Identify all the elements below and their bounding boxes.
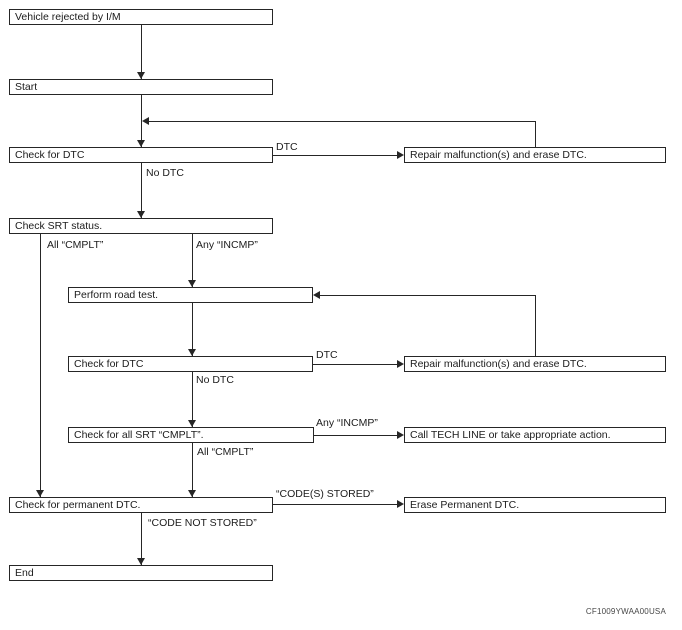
connector-repair2-feedback-vertical	[535, 295, 536, 356]
figure-code: CF1009YWAA00USA	[585, 607, 666, 616]
arrowhead-down-icon	[188, 490, 196, 497]
edge-label-all-cmplt-2: All “CMPLT”	[197, 446, 254, 458]
connector-permanent-to-erase	[273, 504, 399, 505]
edge-label-no-dtc-1: No DTC	[146, 167, 184, 179]
edge-label-dtc-2: DTC	[316, 349, 338, 361]
connector-checkdtc2-to-repair2	[313, 364, 399, 365]
connector-checksrt-to-permanent	[40, 234, 41, 497]
node-check-permanent-dtc: Check for permanent DTC.	[9, 497, 273, 513]
node-check-dtc-1: Check for DTC	[9, 147, 273, 163]
edge-label-code-not-stored: “CODE NOT STORED”	[148, 517, 257, 529]
connector-start-to-checkdtc1	[141, 95, 142, 147]
arrowhead-right-icon	[397, 431, 404, 439]
arrowhead-down-icon	[188, 349, 196, 356]
arrowhead-left-icon	[313, 291, 320, 299]
connector-repair1-feedback-vertical	[535, 121, 536, 147]
node-check-dtc-2: Check for DTC	[68, 356, 313, 372]
arrowhead-down-icon	[137, 558, 145, 565]
edge-label-no-dtc-2: No DTC	[196, 374, 234, 386]
connector-repair2-feedback-horizontal	[318, 295, 536, 296]
connector-allsrt-to-techline	[314, 435, 399, 436]
edge-label-all-cmplt-1: All “CMPLT”	[47, 239, 104, 251]
edge-label-codes-stored: “CODE(S) STORED”	[276, 488, 374, 500]
arrowhead-down-icon	[137, 211, 145, 218]
connector-checkdtc1-to-repair1	[273, 155, 399, 156]
arrowhead-down-icon	[137, 72, 145, 79]
edge-label-any-incmp-2: Any “INCMP”	[316, 417, 378, 429]
node-check-all-srt: Check for all SRT “CMPLT”.	[68, 427, 314, 443]
node-repair-dtc-2: Repair malfunction(s) and erase DTC.	[404, 356, 666, 372]
node-end: End	[9, 565, 273, 581]
connector-checkdtc2-to-allsrt	[192, 372, 193, 427]
arrowhead-down-icon	[188, 420, 196, 427]
arrowhead-right-icon	[397, 151, 404, 159]
node-perform-road-test: Perform road test.	[68, 287, 313, 303]
arrowhead-down-icon	[188, 280, 196, 287]
arrowhead-right-icon	[397, 500, 404, 508]
node-check-srt-status: Check SRT status.	[9, 218, 273, 234]
connector-permanent-to-end	[141, 513, 142, 565]
node-repair-dtc-1: Repair malfunction(s) and erase DTC.	[404, 147, 666, 163]
node-start: Start	[9, 79, 273, 95]
node-vehicle-rejected: Vehicle rejected by I/M	[9, 9, 273, 25]
arrowhead-down-icon	[137, 140, 145, 147]
connector-allsrt-to-permanent	[192, 443, 193, 497]
edge-label-dtc-1: DTC	[276, 141, 298, 153]
connector-checksrt-to-roadtest	[192, 234, 193, 287]
node-call-tech-line: Call TECH LINE or take appropriate actio…	[404, 427, 666, 443]
arrowhead-down-icon	[36, 490, 44, 497]
arrowhead-right-icon	[397, 360, 404, 368]
connector-checkdtc1-to-checksrt	[141, 163, 142, 218]
connector-vehicle-to-start	[141, 25, 142, 79]
connector-roadtest-to-checkdtc2	[192, 303, 193, 356]
connector-repair1-feedback-horizontal	[147, 121, 536, 122]
node-erase-permanent-dtc: Erase Permanent DTC.	[404, 497, 666, 513]
arrowhead-left-icon	[142, 117, 149, 125]
edge-label-any-incmp-1: Any “INCMP”	[196, 239, 258, 251]
